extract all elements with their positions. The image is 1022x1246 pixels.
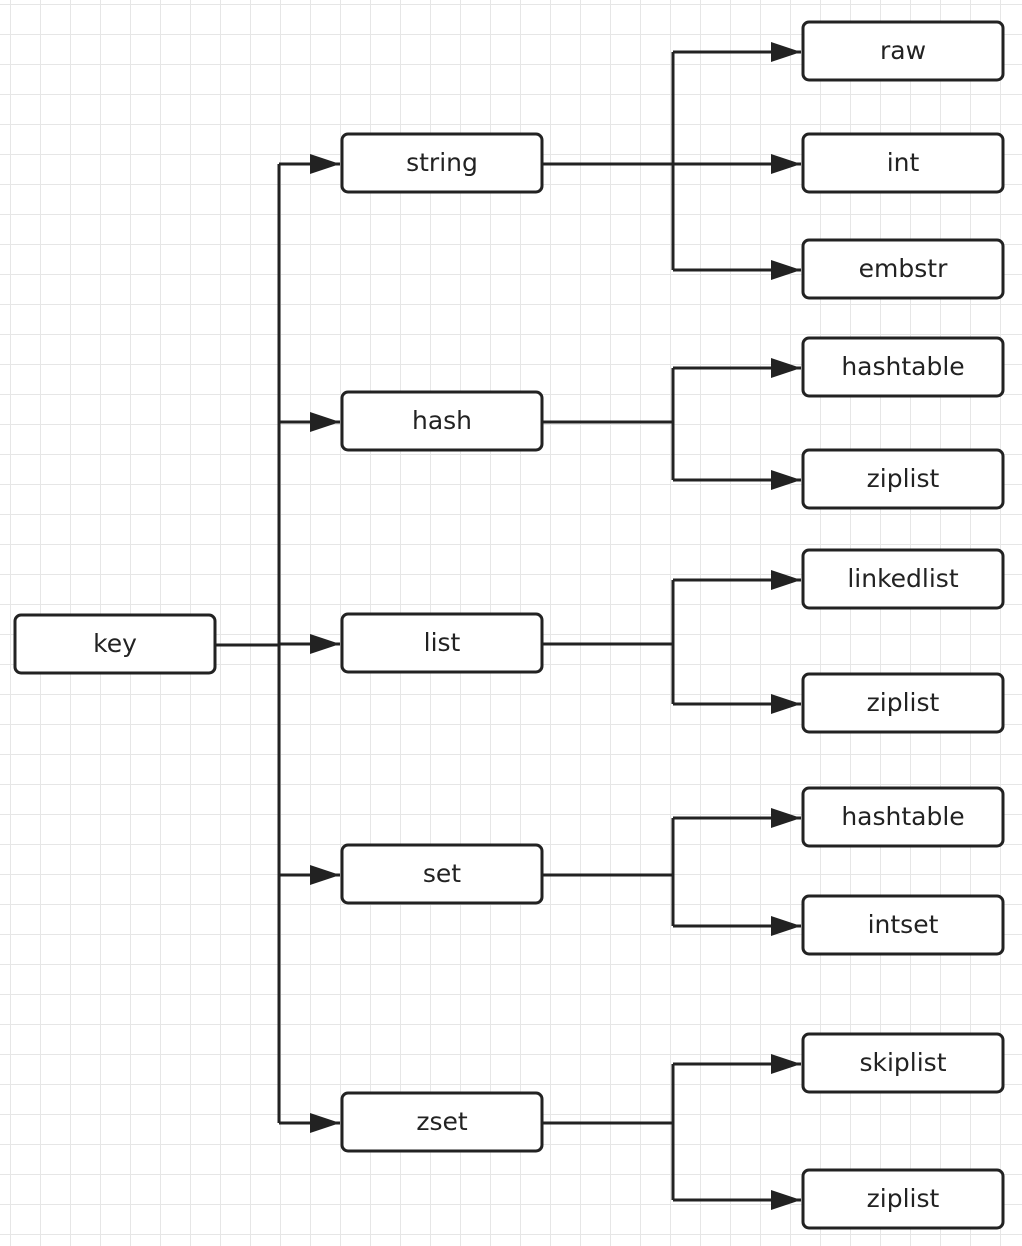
- node-type-label: string: [406, 148, 478, 177]
- node-type-set[interactable]: set: [340, 843, 544, 905]
- node-encoding-hashtable[interactable]: hashtable: [801, 786, 1005, 848]
- node-encoding-label: hashtable: [841, 802, 964, 831]
- node-type-label: list: [424, 628, 461, 657]
- node-encoding-linkedlist[interactable]: linkedlist: [801, 548, 1005, 610]
- node-encoding-int[interactable]: int: [801, 132, 1005, 194]
- connector-lines: [215, 42, 801, 1210]
- node-encoding-label: hashtable: [841, 352, 964, 381]
- node-type-zset[interactable]: zset: [340, 1091, 544, 1153]
- node-encoding-label: skiplist: [859, 1048, 946, 1077]
- node-type-string[interactable]: string: [340, 132, 544, 194]
- node-encoding-label: ziplist: [867, 688, 940, 717]
- node-type-label: zset: [416, 1107, 468, 1136]
- node-encoding-ziplist[interactable]: ziplist: [801, 1168, 1005, 1230]
- node-encoding-skiplist[interactable]: skiplist: [801, 1032, 1005, 1094]
- node-encoding-label: ziplist: [867, 464, 940, 493]
- node-encoding-label: embstr: [859, 254, 948, 283]
- node-encoding-label: intset: [868, 910, 939, 939]
- node-encoding-label: ziplist: [867, 1184, 940, 1213]
- node-encoding-ziplist[interactable]: ziplist: [801, 672, 1005, 734]
- node-encoding-label: raw: [880, 36, 926, 65]
- node-encoding-hashtable[interactable]: hashtable: [801, 336, 1005, 398]
- node-encoding-intset[interactable]: intset: [801, 894, 1005, 956]
- node-key[interactable]: key: [13, 613, 217, 675]
- node-type-label: hash: [412, 406, 472, 435]
- node-encoding-label: linkedlist: [847, 564, 958, 593]
- node-type-list[interactable]: list: [340, 612, 544, 674]
- node-key-label: key: [93, 629, 137, 658]
- node-type-label: set: [423, 859, 461, 888]
- node-encoding-ziplist[interactable]: ziplist: [801, 448, 1005, 510]
- node-encoding-label: int: [887, 148, 920, 177]
- node-encoding-embstr[interactable]: embstr: [801, 238, 1005, 300]
- node-type-hash[interactable]: hash: [340, 390, 544, 452]
- node-encoding-raw[interactable]: raw: [801, 20, 1005, 82]
